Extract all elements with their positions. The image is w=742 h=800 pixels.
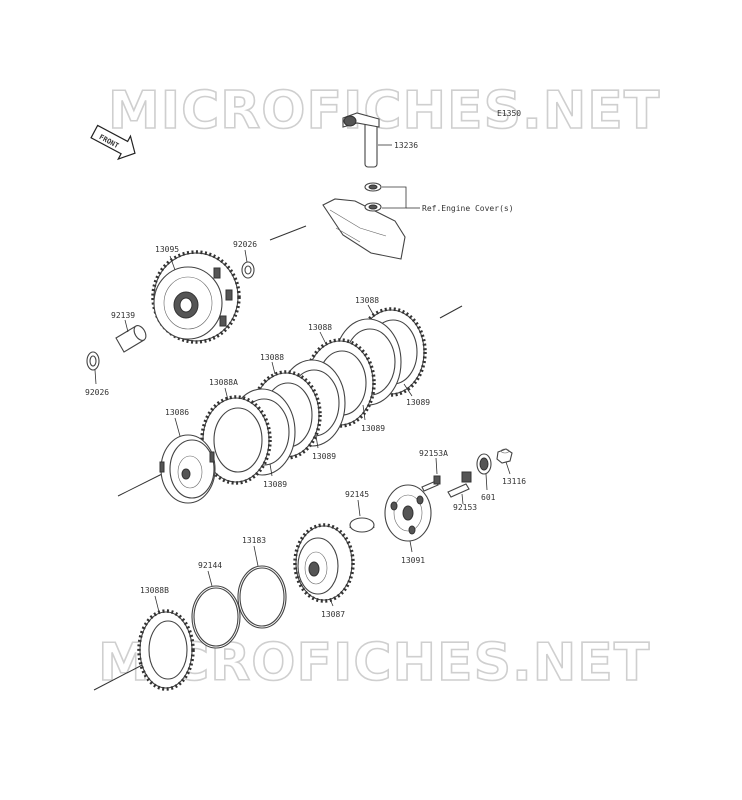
washer-92026-left[interactable] [86,351,100,371]
axis-line-mid [439,305,463,319]
bolt-92153[interactable] [447,471,472,498]
clutch-housing-13095[interactable] [151,250,241,344]
part-label-13088A[interactable]: 13088A [209,378,238,387]
bearing-601[interactable] [476,453,492,475]
part-label-92026-top[interactable]: 92026 [233,240,257,249]
part-label-92153[interactable]: 92153 [453,503,477,512]
watermark-top: MICROFICHES.NET [108,81,660,141]
front-arrow-icon [90,124,136,161]
part-label-13088-a[interactable]: 13088 [260,353,284,362]
drawing-code: E1350 [497,109,521,118]
axis-line-left [117,473,163,497]
friction-plate-13088B[interactable] [137,609,195,691]
ring-92144[interactable] [191,585,241,649]
reference-note: Ref.Engine Cover(s) [422,204,514,213]
part-label-13089-d[interactable]: 13089 [406,398,430,407]
part-label-13086[interactable]: 13086 [165,408,189,417]
axis-line-top [269,225,307,241]
part-label-92153A[interactable]: 92153A [419,449,448,458]
part-label-92144[interactable]: 92144 [198,561,222,570]
ring-13183[interactable] [237,565,287,629]
part-label-92026-left[interactable]: 92026 [85,388,109,397]
part-label-13089-b[interactable]: 13089 [312,452,336,461]
part-label-13236[interactable]: 13236 [394,141,418,150]
part-label-13091[interactable]: 13091 [401,556,425,565]
part-label-13183[interactable]: 13183 [242,536,266,545]
washer-92026-top[interactable] [241,261,255,279]
part-label-92139[interactable]: 92139 [111,311,135,320]
engine-cover-fragment [322,198,406,260]
pressure-plate-13091[interactable] [384,484,432,542]
sleeve-92139[interactable] [115,324,148,353]
part-label-92145[interactable]: 92145 [345,490,369,499]
pushrod-13116[interactable] [496,448,513,464]
oil-seal[interactable] [364,182,382,192]
bolt-92153A[interactable] [421,475,441,492]
part-label-13088B[interactable]: 13088B [140,586,169,595]
clutch-hub-13087[interactable] [293,523,355,603]
part-label-13089-c[interactable]: 13089 [361,424,385,433]
part-label-13116[interactable]: 13116 [502,477,526,486]
part-label-13088-c[interactable]: 13088 [355,296,379,305]
part-label-13095[interactable]: 13095 [155,245,179,254]
axis-line-bottom [93,661,149,691]
part-label-13088-b[interactable]: 13088 [308,323,332,332]
spring-92145[interactable] [349,517,375,533]
clutch-plate-13086[interactable] [159,434,216,504]
release-shaft-13236[interactable] [342,112,380,168]
part-label-601[interactable]: 601 [481,493,496,502]
friction-plate-13088A[interactable] [200,395,272,485]
part-label-13087[interactable]: 13087 [321,610,345,619]
part-label-13089-a[interactable]: 13089 [263,480,287,489]
